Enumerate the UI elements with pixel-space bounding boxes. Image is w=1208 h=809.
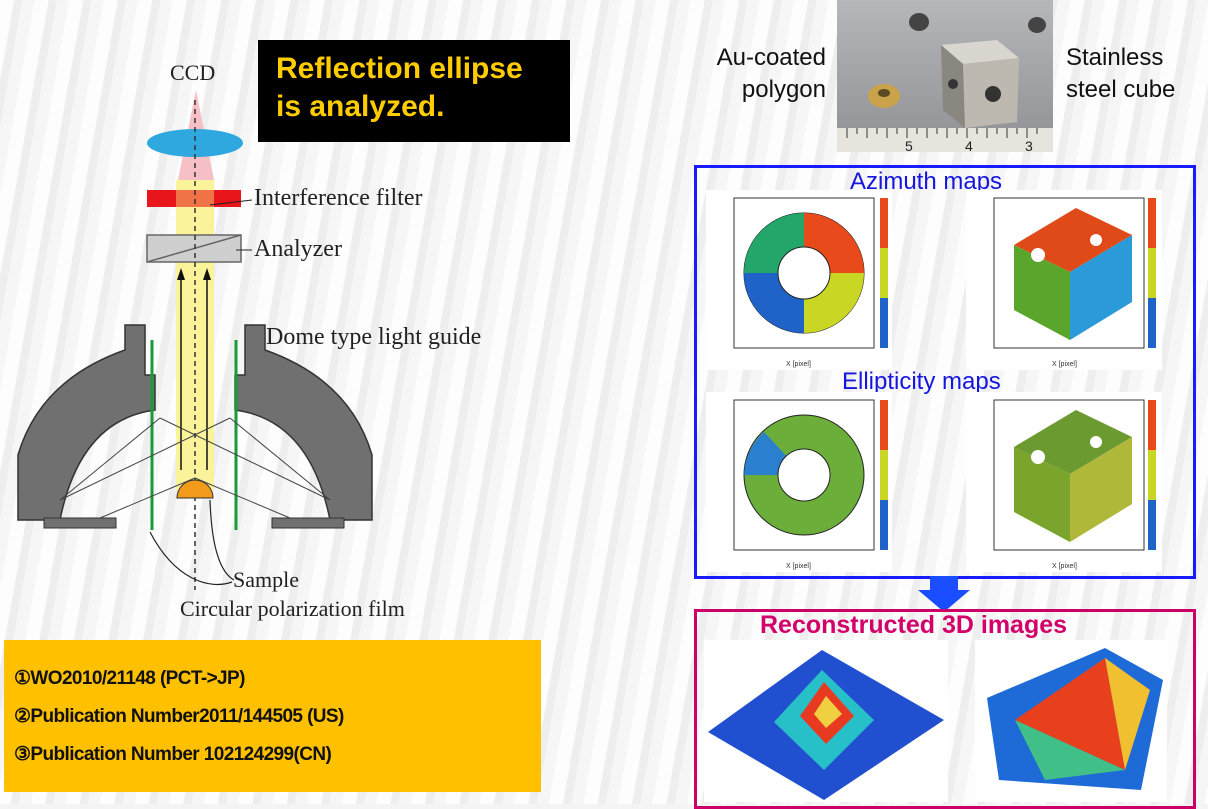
ruler-number: 4	[965, 138, 973, 152]
reflection-callout: Reflection ellipse is analyzed.	[258, 40, 570, 142]
ruler-number: 5	[905, 138, 913, 152]
ruler	[837, 128, 1053, 152]
azimuth-map-polygon: X [pixel]	[706, 190, 892, 370]
ellipticity-maps-title: Ellipticity maps	[842, 368, 1001, 395]
callout-line-1: Reflection ellipse	[276, 52, 523, 85]
ellipticity-map-polygon: X [pixel]	[706, 392, 892, 572]
label-circular-polarization-film: Circular polarization film	[180, 596, 405, 621]
optical-setup-diagram	[17, 90, 373, 590]
ruler-number: 3	[1025, 138, 1033, 152]
steel-cube-label-line: Stainless	[1066, 44, 1164, 71]
reconstructed-title: Reconstructed 3D images	[760, 611, 1068, 639]
label-ccd: CCD	[170, 60, 216, 85]
callout-line-2: is analyzed.	[276, 90, 445, 123]
reconstructed-cube-3d	[975, 640, 1167, 802]
au-polygon-label-line: Au-coated	[716, 44, 826, 71]
steel-cube-label: Stainless steel cube	[1066, 42, 1175, 106]
dome-light-guide-left	[17, 324, 156, 521]
au-polygon-label: Au-coated polygon	[686, 42, 826, 106]
au-polygon-label-line: polygon	[741, 76, 826, 103]
dome-light-guide-right	[234, 324, 373, 521]
patent-item: ①WO2010/21148 (PCT->JP)	[14, 668, 245, 689]
sample	[176, 479, 214, 499]
label-interference-filter: Interference filter	[254, 185, 423, 211]
patent-item: ②Publication Number2011/144505 (US)	[14, 706, 344, 727]
x-axis-label: X [pixel]	[786, 563, 811, 570]
patent-item: ③Publication Number 102124299(CN)	[14, 744, 332, 765]
label-analyzer: Analyzer	[254, 236, 342, 262]
x-axis-label: X [pixel]	[786, 361, 811, 368]
steel-cube-label-line: steel cube	[1066, 76, 1176, 103]
ellipticity-map-cube: X [pixel]	[966, 392, 1162, 572]
azimuth-map-cube: X [pixel]	[966, 190, 1162, 370]
sample-photo: 5 4 3	[837, 0, 1053, 152]
steel-cube	[941, 40, 1019, 64]
patent-list: ①WO2010/21148 (PCT->JP) ②Publication Num…	[4, 640, 541, 792]
x-axis-label: X [pixel]	[1052, 563, 1077, 570]
label-dome-light-guide: Dome type light guide	[266, 324, 482, 350]
x-axis-label: X [pixel]	[1052, 361, 1077, 368]
down-arrow-icon	[918, 576, 970, 612]
lens	[147, 129, 243, 157]
label-sample: Sample	[233, 567, 299, 592]
reconstructed-polygon-3d	[704, 640, 948, 802]
